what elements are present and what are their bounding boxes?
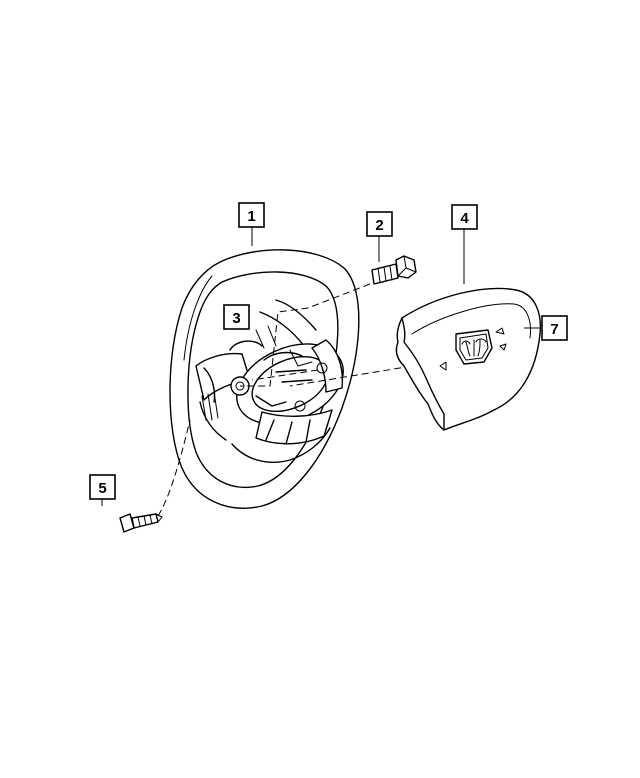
callout-2-label: 2 xyxy=(375,217,383,234)
leader-lines xyxy=(101,227,542,506)
airbag-module xyxy=(395,287,542,431)
callout-1: 1 xyxy=(238,202,265,228)
callout-3-label: 3 xyxy=(232,310,240,327)
ram-head-logo-icon xyxy=(455,329,493,365)
alignment-lines xyxy=(157,283,413,517)
callout-5-label: 5 xyxy=(98,480,106,497)
bolt xyxy=(371,255,417,285)
callout-2: 2 xyxy=(366,211,393,237)
callout-5: 5 xyxy=(89,474,116,500)
callout-4-label: 4 xyxy=(460,210,469,227)
callout-3: 3 xyxy=(223,304,250,330)
callout-7-label: 7 xyxy=(550,321,558,338)
callout-4: 4 xyxy=(451,204,478,230)
callout-7: 7 xyxy=(541,315,568,341)
screw xyxy=(119,513,163,533)
callout-1-label: 1 xyxy=(247,208,255,225)
